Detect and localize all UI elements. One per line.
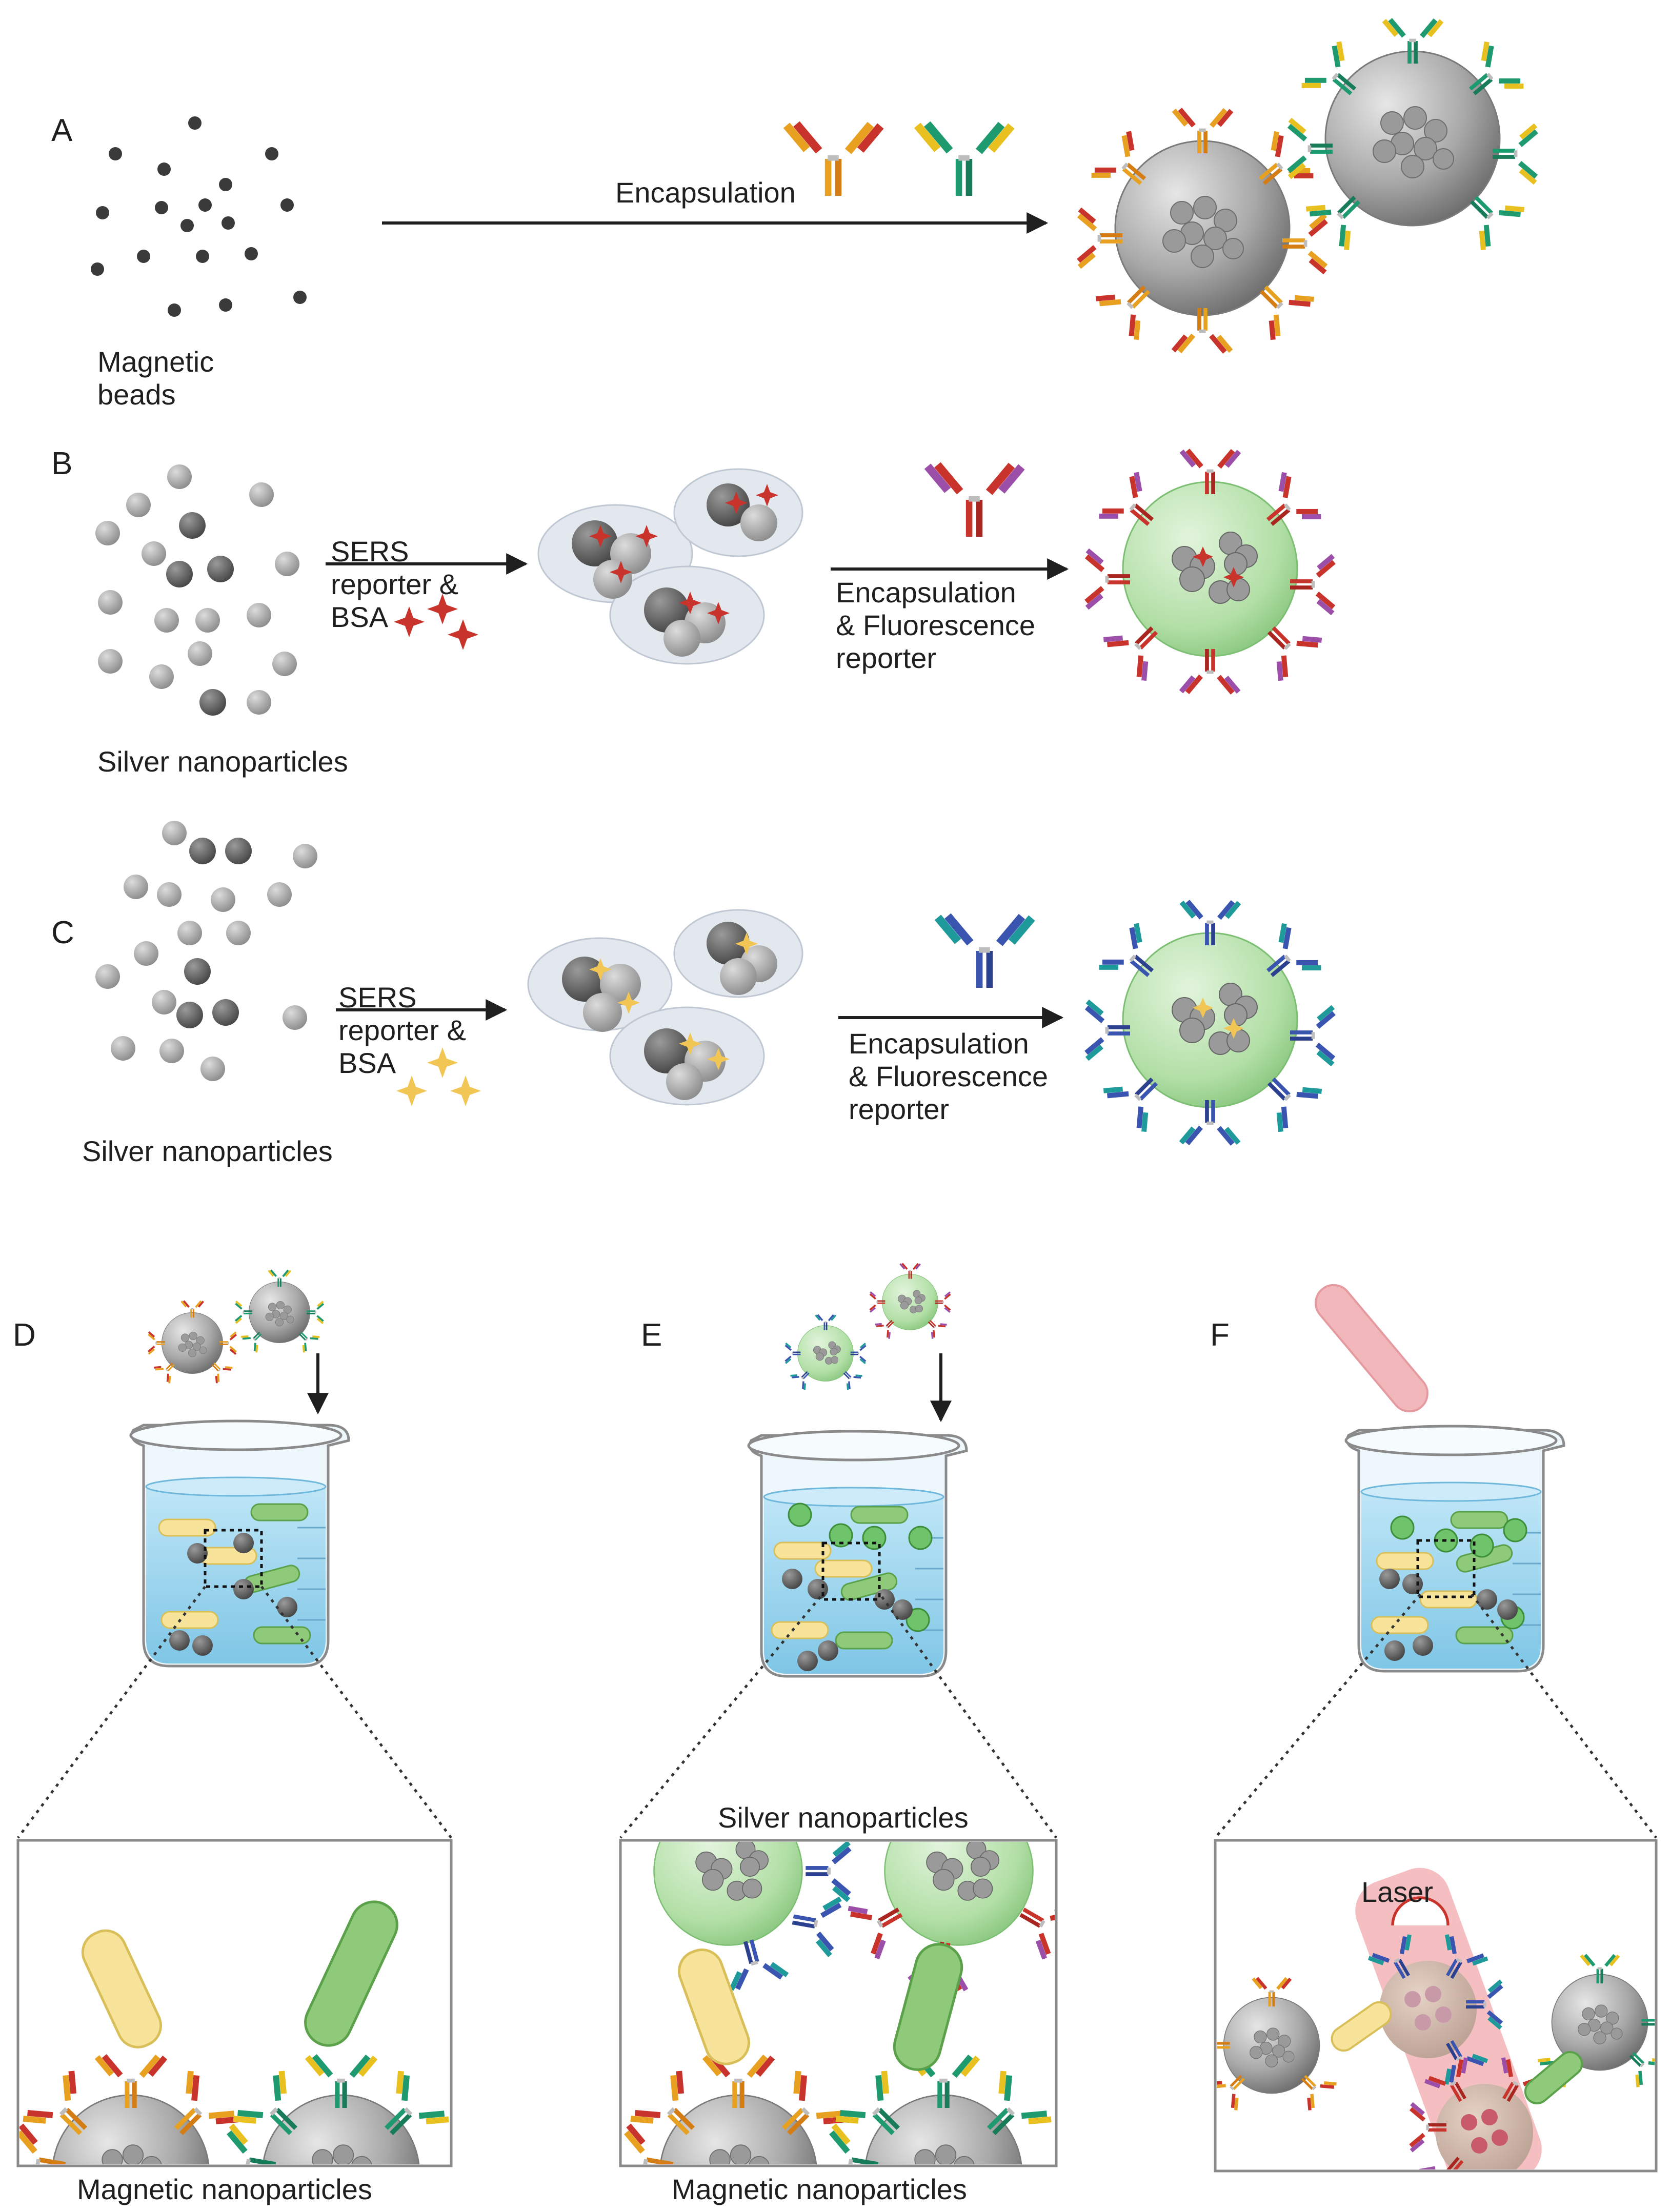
e-magnetic-nanoparticles-label: Magnetic nanoparticles (672, 2173, 967, 2205)
e-beaker (749, 1431, 967, 1676)
red-bsa-stars (394, 594, 478, 650)
orange-antibody-bead (1077, 108, 1328, 354)
encapsulation-fluorescence-label-c: Encapsulation & Fluorescence reporter (849, 1027, 1056, 1125)
d-beaker (131, 1421, 349, 1666)
sers-clusters-red (537, 468, 803, 665)
sers-label-c: SERS reporter & BSA (338, 981, 474, 1079)
panel-a: A Magnetic beads Encapsulation (51, 18, 1538, 411)
silver-nanoparticles-c-label: Silver nanoparticles (82, 1135, 333, 1167)
panel-c-letter: C (51, 915, 74, 950)
f-laser-source (1315, 1284, 1428, 1413)
encapsulation-fluorescence-label-b: Encapsulation & Fluorescence reporter (836, 576, 1043, 674)
f-zoom-content (1217, 1868, 1655, 2169)
panel-b: B Silver nanoparticles SERS reporter & B… (51, 446, 1336, 778)
e-zoom-content (622, 1842, 1055, 2164)
panel-b-letter: B (51, 446, 72, 481)
f-beaker (1346, 1426, 1564, 1671)
e-silver-nanoparticles-label: Silver nanoparticles (718, 1801, 969, 1834)
d-zoom-content (19, 1900, 450, 2164)
sers-clusters-yellow (527, 909, 803, 1106)
blue-antibody-icon (934, 913, 1035, 988)
d-magnetic-nanoparticles-label: Magnetic nanoparticles (77, 2173, 372, 2205)
panel-e-letter: E (641, 1317, 662, 1353)
silver-nanoparticles-c (95, 821, 317, 1081)
yellow-bsa-stars (396, 1047, 481, 1106)
panel-a-letter: A (51, 113, 73, 148)
d-zoom-left (16, 1586, 207, 1839)
sers-label-b: SERS reporter & BSA (331, 535, 467, 633)
f-zoom-left (1214, 1593, 1421, 1839)
panel-d-letter: D (13, 1317, 36, 1353)
silver-nanoparticles-b-label: Silver nanoparticles (97, 745, 348, 778)
blue-fluorescent-bead (1084, 900, 1336, 1146)
encapsulation-label: Encapsulation (615, 176, 796, 209)
panel-e: E Silver nanoparticles (619, 1263, 1058, 2205)
d-incoming-beads (147, 1269, 325, 1385)
panel-d: D (13, 1269, 453, 2205)
e-zoom-right (880, 1596, 1058, 1839)
silver-nanoparticles-b (95, 464, 299, 716)
red-antibody-icon (924, 462, 1025, 537)
magnetic-beads-label: Magnetic beads (97, 346, 222, 411)
red-fluorescent-bead (1084, 449, 1336, 695)
d-zoom-right (260, 1586, 452, 1839)
e-incoming-beads (784, 1263, 951, 1391)
f-zoom-right (1471, 1593, 1657, 1839)
e-zoom-left (619, 1596, 821, 1839)
orange-antibody-icon (783, 121, 884, 196)
magnetic-bead-dots (91, 116, 307, 317)
panel-c: C Silver nanoparticles SERS reporter & B… (51, 821, 1336, 1167)
f-laser-label: Laser (1361, 1876, 1433, 1908)
panel-f-letter: F (1210, 1317, 1230, 1353)
green-antibody-icon (914, 121, 1015, 196)
panel-f: F (1210, 1284, 1658, 2173)
